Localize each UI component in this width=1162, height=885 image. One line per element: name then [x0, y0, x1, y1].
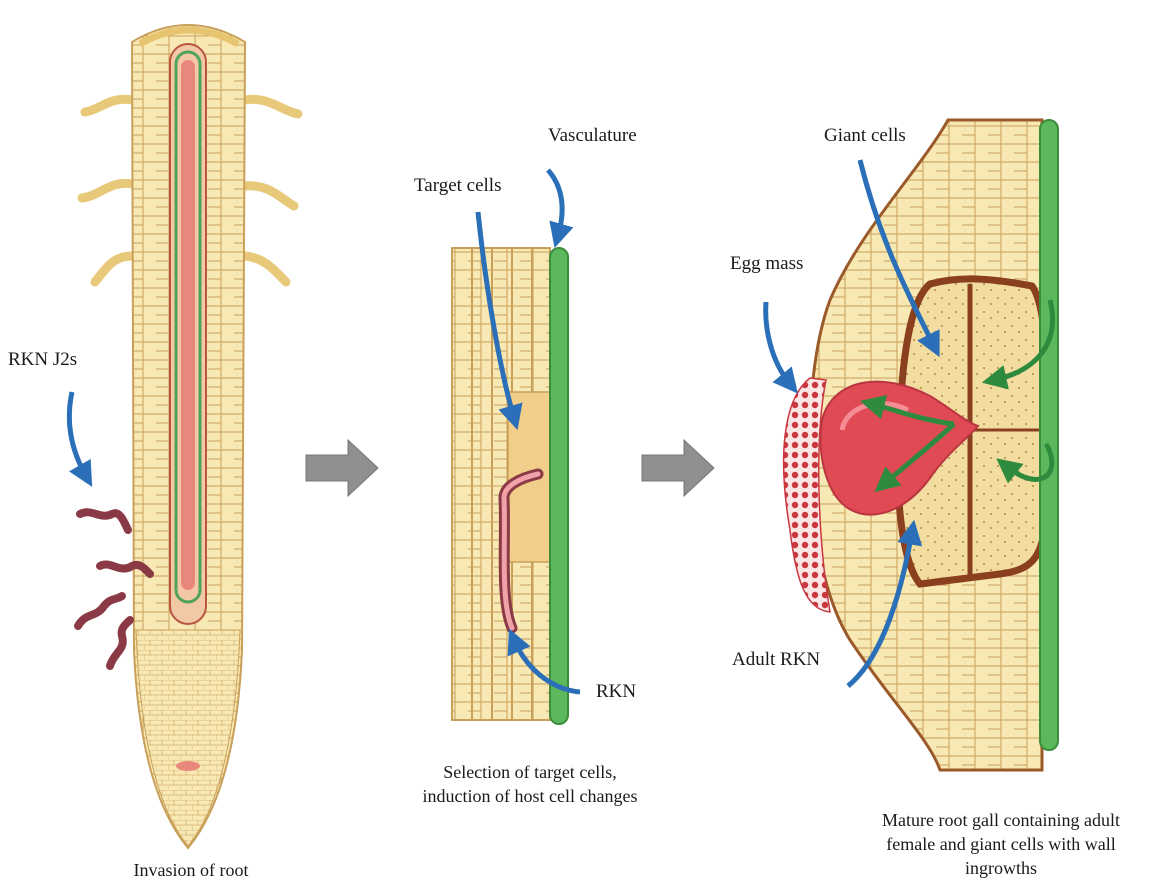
caption-invasion: Invasion of root: [96, 858, 286, 882]
root-illustration: [82, 25, 298, 848]
label-egg-mass: Egg mass: [730, 252, 803, 276]
root-gall: [784, 120, 1058, 770]
gall-vasculature: [1040, 120, 1058, 750]
label-vasculature: Vasculature: [548, 124, 637, 148]
caption-gall-line1: Mature root gall containing adult: [842, 808, 1160, 832]
vasculature-arrow: [548, 170, 562, 236]
vasculature-strip: [550, 248, 568, 724]
caption-gall-line3: ingrowths: [842, 856, 1160, 880]
label-rkn: RKN: [596, 680, 636, 704]
caption-selection-line2: induction of host cell changes: [390, 784, 670, 808]
label-adult-rkn: Adult RKN: [732, 648, 820, 672]
caption-selection: Selection of target cells, induction of …: [390, 760, 670, 808]
label-rkn-j2s: RKN J2s: [8, 348, 77, 372]
caption-selection-line1: Selection of target cells,: [390, 760, 670, 784]
label-target-cells: Target cells: [414, 174, 501, 198]
label-giant-cells: Giant cells: [824, 124, 906, 148]
tissue-section: [452, 248, 568, 724]
process-arrow-icon: [306, 440, 378, 496]
j2s-pointer-arrow: [69, 392, 86, 476]
egg-mass-arrow: [766, 302, 790, 384]
process-arrow-icon: [642, 440, 714, 496]
caption-gall-line2: female and giant cells with wall: [842, 832, 1160, 856]
caption-gall: Mature root gall containing adult female…: [842, 808, 1160, 880]
